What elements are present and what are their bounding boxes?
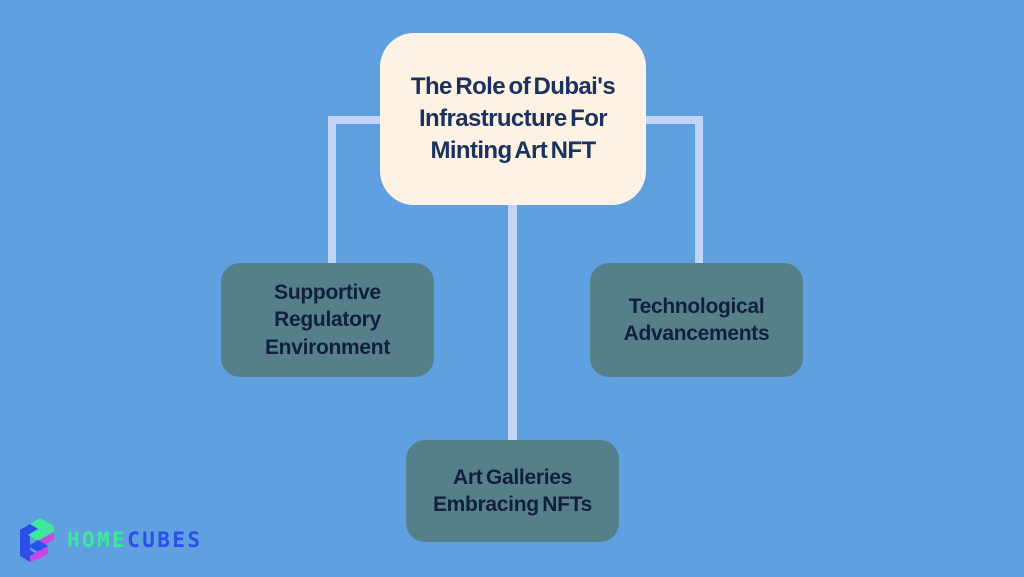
connector-root-to-technological-vertical xyxy=(695,116,703,268)
node-technological-advancements: Technological Advancements xyxy=(590,263,803,377)
brand-logo-text: HOMECUBES xyxy=(67,527,203,552)
node-art-galleries-embracing-nfts: Art Galleries Embracing NFTs xyxy=(406,440,619,542)
isometric-cube-logo-icon xyxy=(20,518,54,562)
node-supportive-regulatory-environment-label: Supportive Regulatory Environment xyxy=(264,281,391,359)
brand-logo: HOMECUBES xyxy=(16,518,202,562)
node-technological-advancements-label: Technological Advancements xyxy=(623,294,770,345)
brand-logo-word-home: HOME xyxy=(67,527,128,552)
connector-root-to-regulatory-vertical xyxy=(328,116,336,268)
connector-root-to-technological-horizontal xyxy=(640,116,703,124)
brand-logo-word-cubes: CUBES xyxy=(127,527,203,552)
node-root: The Role of Dubai's Infrastructure For M… xyxy=(380,33,646,205)
node-art-galleries-embracing-nfts-label: Art Galleries Embracing NFTs xyxy=(432,465,593,516)
connector-root-to-regulatory-horizontal xyxy=(328,116,388,124)
connector-root-to-galleries-vertical xyxy=(508,198,517,446)
node-root-label: The Role of Dubai's Infrastructure For M… xyxy=(410,73,616,164)
node-supportive-regulatory-environment: Supportive Regulatory Environment xyxy=(221,263,434,377)
